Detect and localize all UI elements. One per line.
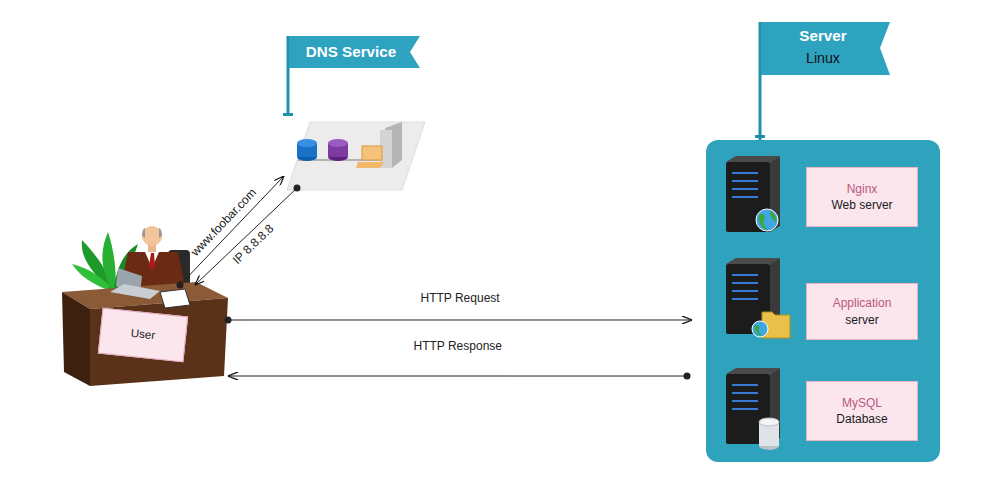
node-label: DNS Service (288, 36, 414, 68)
web-server-icon-part (759, 214, 768, 230)
process-box: MySQLDatabase (806, 381, 918, 441)
application-server-icon-part (726, 258, 780, 264)
dns-platform-part (356, 162, 384, 168)
dns-service: DNS Service (286, 122, 425, 188)
application-server-icon-part (770, 258, 780, 334)
web-server-icon-part (726, 156, 780, 162)
database-server-icon-part (732, 400, 758, 402)
connector-dot (684, 373, 691, 380)
user-illustration-part (62, 292, 90, 386)
web-server-icon-part (732, 196, 758, 198)
database-server-icon-part (732, 384, 758, 386)
server-flag (755, 22, 890, 140)
edge-label: HTTP Request (421, 292, 500, 305)
edge-label: HTTP Response (414, 340, 502, 353)
component-name: Nginx (847, 181, 878, 197)
connector-dot (293, 185, 300, 192)
dns-platform-part (362, 146, 382, 160)
web-server-icon (726, 156, 780, 232)
node-label: Linux (760, 47, 886, 71)
web-server-icon-part (732, 172, 758, 174)
user-illustration-part (90, 298, 228, 386)
database-server-icon-part (759, 422, 779, 446)
server-flag-part (761, 22, 890, 75)
component-role: Database (836, 411, 887, 427)
dns-platform-part (287, 122, 425, 190)
component-role: server (845, 312, 878, 328)
connector (228, 319, 692, 320)
application-server-icon-part (732, 274, 758, 276)
server-panel: ServerLinuxNginxWeb serverApplicationser… (706, 140, 940, 462)
application-server-icon-part (732, 298, 758, 300)
application-server-icon-part (732, 282, 758, 284)
dns-flag-part (289, 36, 420, 68)
dns-flag (283, 36, 420, 116)
application-server-icon-part (762, 312, 790, 338)
component-name: Application (833, 295, 892, 311)
component-role: Web server (831, 197, 892, 213)
dns-flag-part (283, 113, 293, 116)
user-illustration-part (110, 284, 160, 299)
user-illustration-part (160, 289, 190, 308)
dns-platform (287, 122, 425, 190)
database-server-icon-part (732, 408, 758, 410)
web-server-icon-part (770, 156, 780, 232)
database-server-icon-part (770, 368, 780, 444)
web-server-icon-part (770, 211, 776, 222)
edge-label: IP 8.8.8.8 (231, 222, 277, 267)
application-server-icon-part (752, 321, 768, 337)
node-label: Server (760, 24, 886, 48)
component-name: MySQL (842, 395, 882, 411)
connector-dot (225, 317, 232, 324)
application-server-icon (726, 258, 790, 338)
database-server-icon-part (732, 392, 758, 394)
user-illustration-part (72, 264, 110, 290)
database-server-icon (726, 368, 780, 450)
server-flag-part (755, 135, 765, 138)
connector (180, 176, 284, 285)
user-illustration-part (142, 226, 162, 246)
dns-platform-part (297, 139, 317, 147)
application-server-icon-part (732, 290, 758, 292)
application-server-icon-part (726, 264, 770, 334)
web-server-icon-part (732, 180, 758, 182)
application-server-icon-part (755, 325, 762, 336)
user-illustration-part (142, 228, 145, 238)
user-illustration-part (159, 228, 162, 238)
web-server-icon-part (726, 162, 770, 232)
database-server-icon-part (726, 374, 770, 444)
database-server-icon-part (726, 368, 780, 374)
user-illustration-part (149, 253, 155, 270)
dns-platform-part (328, 139, 348, 147)
web-server-icon-part (732, 188, 758, 190)
user-desk: User (62, 285, 228, 385)
process-box: NginxWeb server (806, 167, 918, 227)
database-server-icon-part (759, 442, 779, 450)
database-server-icon-part (759, 418, 779, 426)
connector (228, 376, 687, 377)
process-box: Applicationserver (806, 283, 918, 340)
node-label: User (98, 308, 188, 363)
connector-dot (177, 282, 184, 289)
web-server-icon-part (756, 209, 778, 231)
